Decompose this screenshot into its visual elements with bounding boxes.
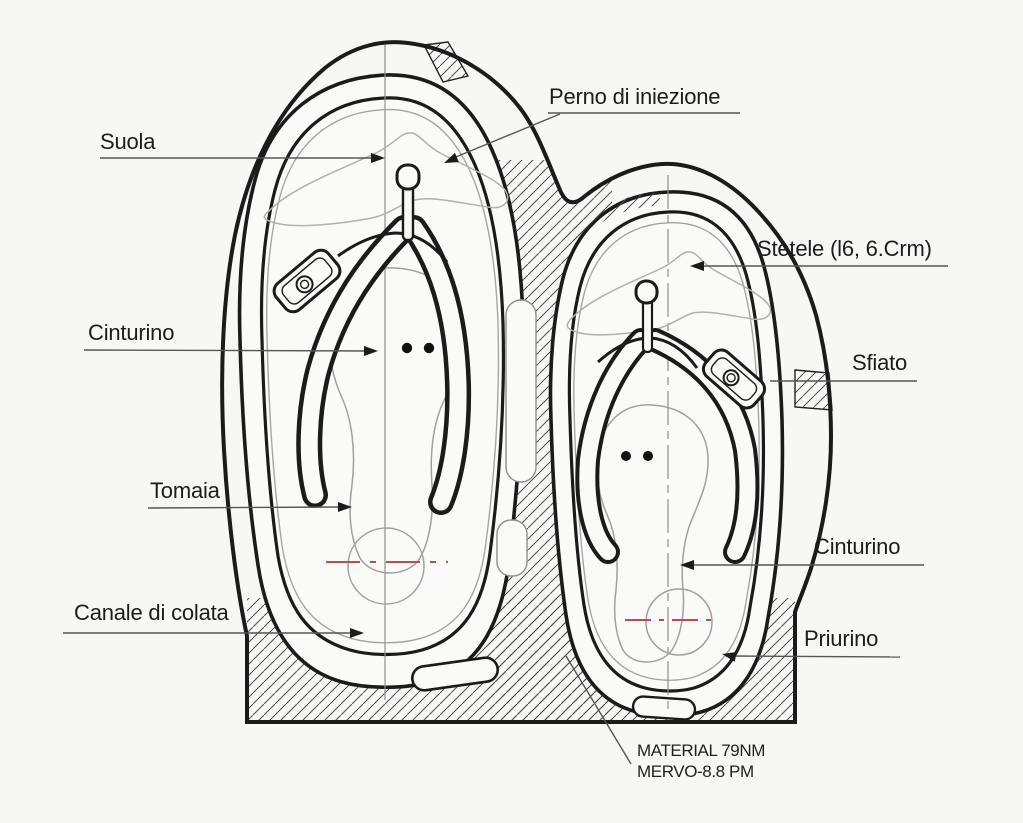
label-tomaia: Tomaia <box>150 478 220 503</box>
buckle-right <box>701 348 767 410</box>
leader-perno <box>450 113 561 160</box>
arrow-perno <box>444 152 459 163</box>
arrow-cinturino-right <box>680 560 694 570</box>
dot-left-1 <box>401 342 413 354</box>
dot-right-2 <box>643 451 653 461</box>
label-sfiato: Sfiato <box>852 350 908 375</box>
arrow-priurino <box>722 652 737 662</box>
label-cinturino-right: Cinturino <box>814 534 901 559</box>
flipflop-left <box>263 45 509 700</box>
leader-priurino <box>729 655 901 658</box>
material-note-line1: MATERIAL 79NM <box>637 741 765 760</box>
label-cinturino-left: Cinturino <box>88 320 175 345</box>
label-suola: Suola <box>100 129 156 154</box>
mold-outer-boundary <box>220 40 834 724</box>
gate-capsule-left <box>411 656 499 692</box>
label-canale-di-colata: Canale di colata <box>74 600 229 625</box>
dot-left-2 <box>423 342 435 354</box>
mold-channels <box>411 41 833 721</box>
buckle-left <box>272 248 342 314</box>
core-island-lower <box>496 519 528 577</box>
material-note-line2: MERVO-8.8 PM <box>637 762 754 781</box>
label-perno-di-iniezione: Perno di iniezione <box>549 84 721 109</box>
arrowheads <box>338 152 737 662</box>
toe-pin-right <box>634 279 659 354</box>
injection-runner-top <box>422 41 470 83</box>
leader-lines <box>63 112 948 765</box>
label-stetele: Stetele (l6, 6.Crm) <box>757 236 932 261</box>
flipflop-right <box>566 175 772 714</box>
runner-right-crown <box>564 192 661 247</box>
leader-tomaia <box>147 506 345 509</box>
toe-pin-left <box>395 163 421 242</box>
cavity-left-outer-wall <box>237 73 526 690</box>
heel-circle-left <box>347 527 425 605</box>
leader-cinturino-left <box>83 349 371 352</box>
sole-contour-right <box>566 251 772 336</box>
arrow-cinturino-left <box>364 346 378 356</box>
heel-circle-right <box>645 588 713 656</box>
arrow-suola <box>371 153 385 163</box>
arrow-tomaia <box>338 502 352 512</box>
core-island-upper <box>505 299 537 483</box>
strap-left-sandal <box>296 215 472 515</box>
gate-capsule-right <box>631 695 697 721</box>
sole-contour-left <box>263 132 509 227</box>
material-note: MATERIAL 79NM MERVO-8.8 PM <box>637 740 765 782</box>
strap-toe-arc-left <box>337 231 449 263</box>
leader-material <box>565 655 632 765</box>
cavity-left <box>237 73 526 690</box>
dot-right-1 <box>621 451 631 461</box>
arrow-stetele <box>690 261 704 271</box>
strap-right-sandal <box>575 328 760 564</box>
arrow-canale <box>350 628 364 638</box>
label-priurino: Priurino <box>804 626 879 651</box>
